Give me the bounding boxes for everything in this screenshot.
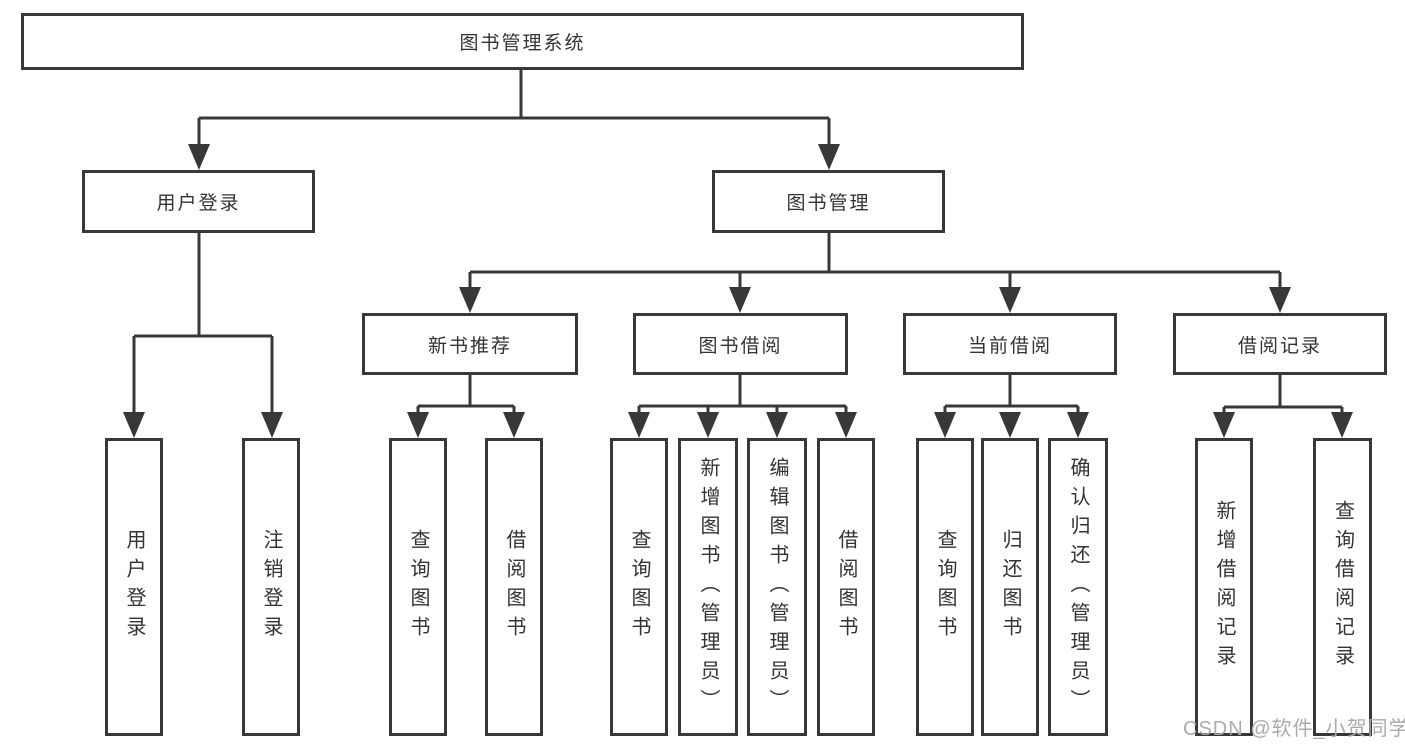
leaf-logout-login: 注销登录 xyxy=(242,438,300,736)
leaf-label: 查询图书 xyxy=(407,529,429,645)
leaf-label: 编辑图书（管理员） xyxy=(766,456,788,718)
node-borrowing-records: 借阅记录 xyxy=(1173,313,1387,375)
leaf-query-books-recommend: 查询图书 xyxy=(389,438,447,736)
node-book-borrowing: 图书借阅 xyxy=(633,313,848,375)
node-library-management-system: 图书管理系统 xyxy=(21,13,1024,70)
node-book-management: 图书管理 xyxy=(712,170,945,233)
node-user-login: 用户登录 xyxy=(82,170,315,233)
arrowheads xyxy=(123,144,1353,438)
leaf-query-books-current: 查询图书 xyxy=(916,438,974,736)
leaf-label: 确认归还（管理员） xyxy=(1067,456,1089,718)
leaf-label: 借阅图书 xyxy=(503,529,525,645)
leaf-label: 归还图书 xyxy=(999,529,1021,645)
leaf-label: 用户登录 xyxy=(123,529,145,645)
leaf-label: 查询图书 xyxy=(934,529,956,645)
leaf-label: 查询借阅记录 xyxy=(1331,500,1354,674)
leaf-query-books-borrowing: 查询图书 xyxy=(610,438,668,736)
leaf-confirm-return-admin: 确认归还（管理员） xyxy=(1048,438,1108,736)
leaf-query-borrow-record: 查询借阅记录 xyxy=(1313,438,1372,736)
leaf-label: 新增图书（管理员） xyxy=(697,456,719,718)
node-new-book-recommendation: 新书推荐 xyxy=(362,313,578,375)
leaf-borrow-books-borrowing: 借阅图书 xyxy=(817,438,875,736)
leaf-edit-books-admin: 编辑图书（管理员） xyxy=(747,438,807,736)
leaf-label: 新增借阅记录 xyxy=(1213,500,1235,674)
leaf-add-books-admin: 新增图书（管理员） xyxy=(678,438,738,736)
leaf-add-borrow-record: 新增借阅记录 xyxy=(1195,438,1253,736)
leaf-user-login: 用户登录 xyxy=(105,438,163,736)
leaf-label: 查询图书 xyxy=(628,529,650,645)
leaf-label: 借阅图书 xyxy=(835,529,857,645)
leaf-return-books: 归还图书 xyxy=(981,438,1039,736)
leaf-borrow-books-recommend: 借阅图书 xyxy=(485,438,543,736)
node-current-borrowing: 当前借阅 xyxy=(903,313,1117,375)
leaf-label: 注销登录 xyxy=(260,529,282,645)
csdn-watermark: CSDN @软件_小贺同学 xyxy=(1183,718,1405,740)
